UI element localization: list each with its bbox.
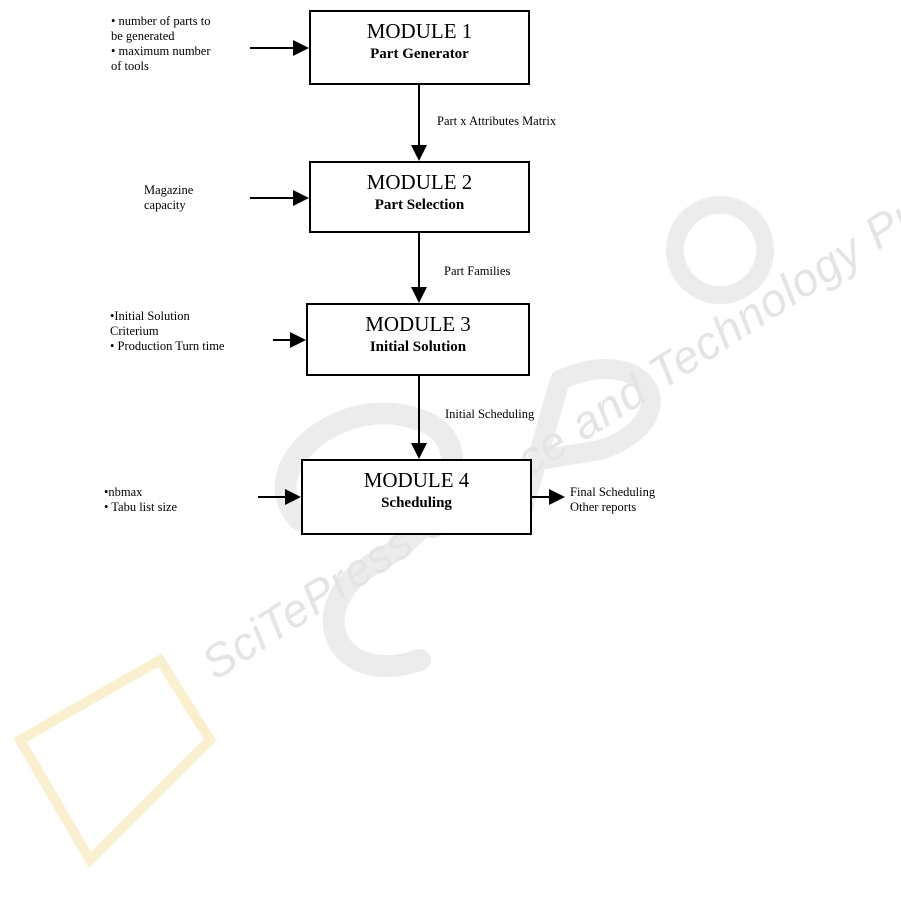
input-4-line: •nbmax <box>104 485 143 499</box>
input-1-line: be generated <box>111 29 175 43</box>
input-2-line: capacity <box>144 198 186 212</box>
input-1-line: • number of parts to <box>111 14 211 28</box>
module-3-title: MODULE 3 <box>365 312 471 336</box>
input-3-line: • Production Turn time <box>110 339 225 353</box>
module-4-title: MODULE 4 <box>363 468 470 492</box>
module-2-title: MODULE 2 <box>366 170 473 194</box>
input-3-line: Criterium <box>110 324 159 338</box>
module-1-subtitle: Part Generator <box>370 46 469 62</box>
input-1-line: • maximum number <box>111 44 211 58</box>
input-4-line: • Tabu list size <box>104 500 178 514</box>
input-2-line: Magazine <box>144 183 194 197</box>
flow-label-1: Part x Attributes Matrix <box>437 114 557 128</box>
input-note-4: •nbmax • Tabu list size <box>104 485 177 515</box>
output-line: Other reports <box>570 500 637 514</box>
input-3-line: •Initial Solution <box>110 309 190 323</box>
module-1-box: MODULE 1 Part Generator <box>309 10 530 85</box>
input-note-3: •Initial Solution Criterium • Production… <box>110 309 224 354</box>
module-4-box: MODULE 4 Scheduling <box>301 459 532 535</box>
input-note-2: Magazine capacity <box>144 183 193 213</box>
watermark-logo-shape <box>13 653 217 869</box>
module-4-subtitle: Scheduling <box>381 495 452 511</box>
input-note-1: • number of parts to be generated • maxi… <box>111 14 211 74</box>
flow-label-2: Part Families <box>444 264 511 278</box>
flow-label-3: Initial Scheduling <box>445 407 535 421</box>
module-1-title: MODULE 1 <box>366 19 473 43</box>
input-1-line: of tools <box>111 59 149 73</box>
output-note: Final Scheduling Other reports <box>570 485 655 515</box>
module-3-box: MODULE 3 Initial Solution <box>306 303 530 376</box>
output-line: Final Scheduling <box>570 485 656 499</box>
module-2-box: MODULE 2 Part Selection <box>309 161 530 233</box>
module-2-subtitle: Part Selection <box>374 197 465 213</box>
module-3-subtitle: Initial Solution <box>369 339 467 355</box>
watermark-letter-e <box>666 196 774 304</box>
